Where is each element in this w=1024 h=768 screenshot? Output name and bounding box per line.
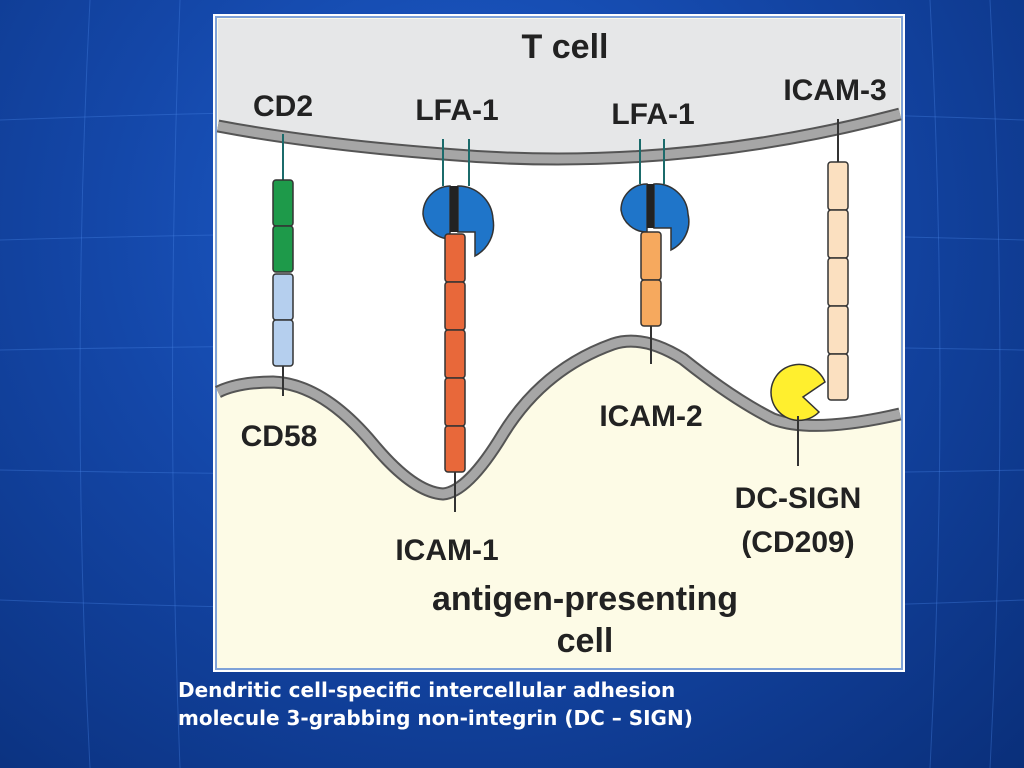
apc-label-line2: cell: [557, 622, 614, 660]
t-cell-region: [218, 19, 900, 159]
lfa1-right-molecule: [620, 139, 690, 252]
cd58-molecule: [272, 273, 294, 396]
cell-adhesion-diagram: T cell CD2 LFA-1 LFA-1 ICAM-3 CD58 ICAM-…: [215, 16, 903, 670]
intercellular-space: [218, 114, 900, 494]
cd209-label: (CD209): [741, 526, 854, 559]
icam2-molecule: [640, 231, 662, 364]
dc-sign-molecule: [770, 363, 826, 466]
cd2-molecule: [272, 134, 294, 273]
icam2-label: ICAM-2: [599, 400, 702, 433]
icam1-molecule: [444, 233, 466, 512]
caption-line-2: molecule 3-grabbing non-integrin (DC – S…: [178, 706, 693, 730]
icam3-label: ICAM-3: [783, 74, 886, 107]
lfa1-left-label: LFA-1: [415, 94, 498, 127]
lfa1-left-molecule: [422, 139, 495, 258]
caption-line-1: Dendritic cell-specific intercellular ad…: [178, 678, 676, 702]
slide-caption: Dendritic cell-specific intercellular ad…: [178, 676, 998, 732]
icam1-label: ICAM-1: [395, 534, 498, 567]
cd58-label: CD58: [241, 420, 318, 453]
icam3-molecule: [827, 119, 849, 401]
apc-label-line1: antigen-presenting: [432, 580, 738, 618]
t-cell-label: T cell: [522, 28, 609, 66]
lfa1-right-label: LFA-1: [611, 98, 694, 131]
cd2-label: CD2: [253, 90, 313, 123]
diagram-panel: T cell CD2 LFA-1 LFA-1 ICAM-3 CD58 ICAM-…: [213, 14, 905, 672]
dc-sign-label: DC-SIGN: [735, 482, 862, 515]
